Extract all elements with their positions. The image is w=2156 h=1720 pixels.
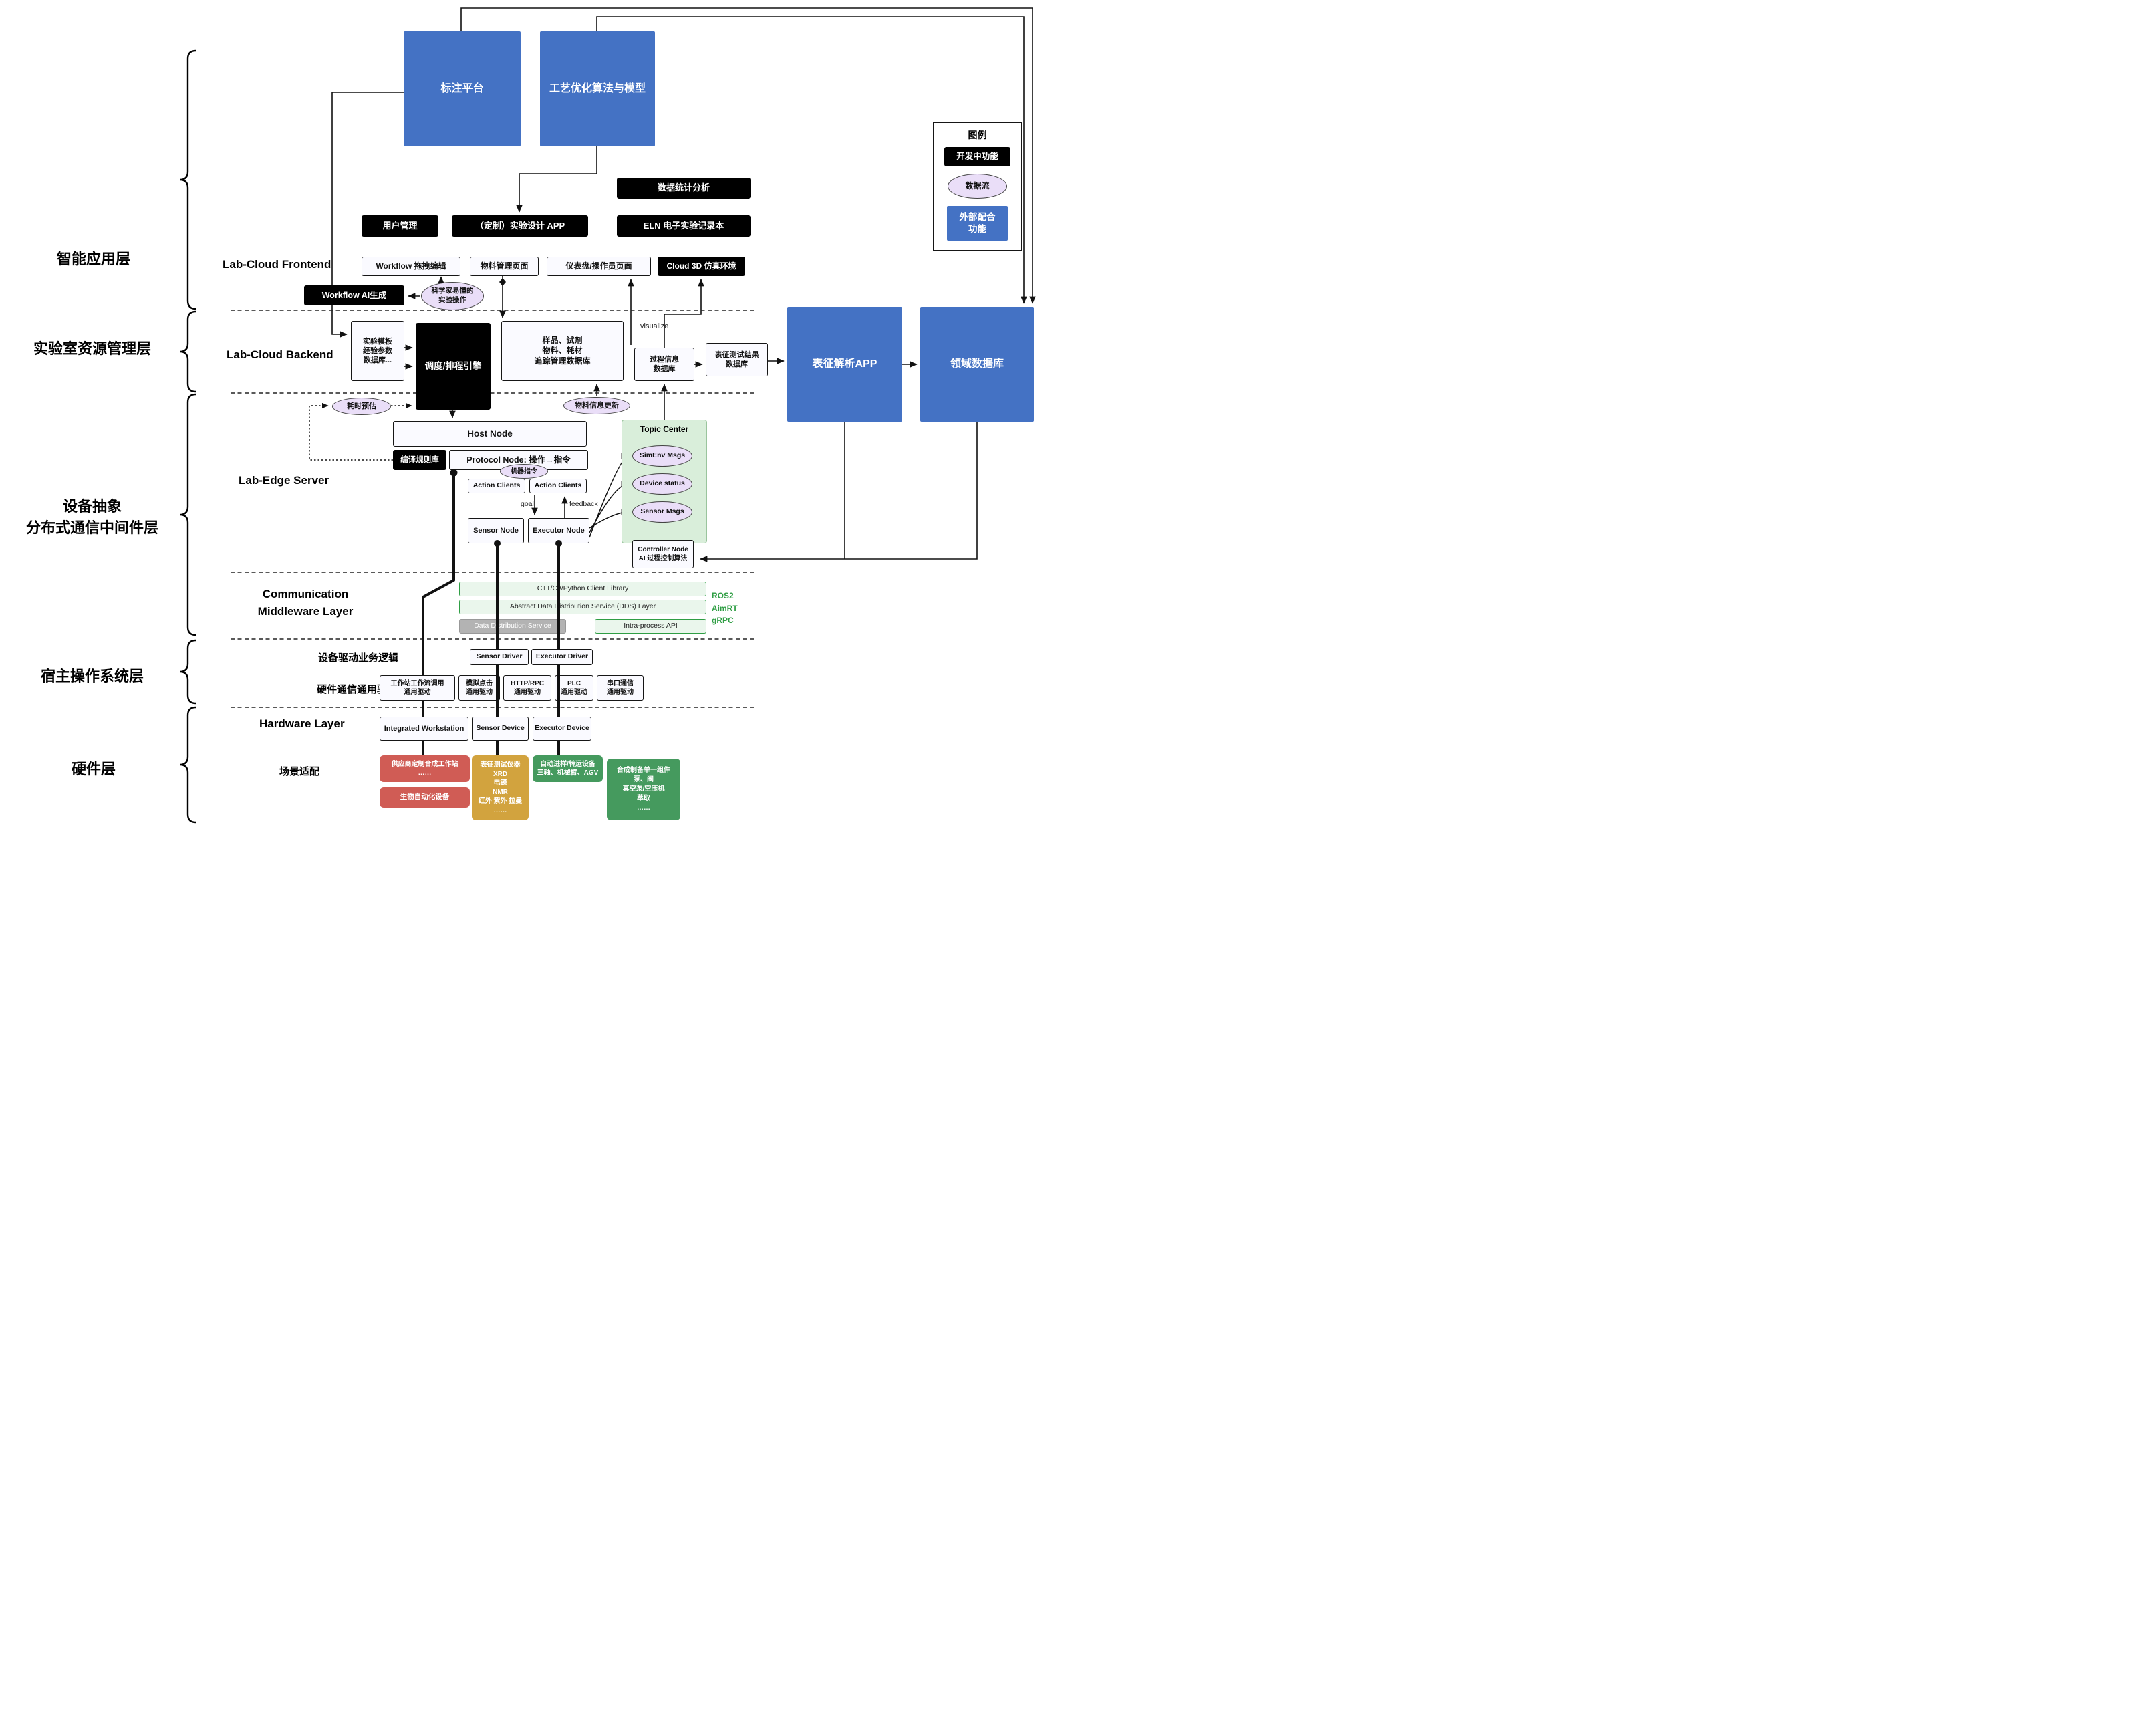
plc-driver-box: PLC 通用驱动 xyxy=(555,675,593,701)
process-info-db-box: 过程信息 数据库 xyxy=(634,348,694,381)
sensor-device-box: Sensor Device xyxy=(472,717,529,741)
legend-dev-feature: 开发中功能 xyxy=(944,147,1010,166)
visualize-label: visualize xyxy=(640,322,669,330)
bio-automation-box: 生物自动化设备 xyxy=(380,787,470,808)
executor-node-box: Executor Node xyxy=(528,518,589,543)
section-label-scene: 场景适配 xyxy=(279,766,320,777)
machine-command-flow: 机器指令 xyxy=(500,464,548,479)
characterization-instruments-box: 表征测试仪器 XRD 电镜 NMR 红外 紫外 拉曼 …… xyxy=(472,755,529,820)
feedback-label: feedback xyxy=(569,500,598,508)
sensor-node-box: Sensor Node xyxy=(468,518,524,543)
layer-label-hardware: 硬件层 xyxy=(71,761,116,777)
characterization-result-db-box: 表征测试结果 数据库 xyxy=(706,343,768,376)
characterization-analysis-app-box: 表征解析APP xyxy=(787,307,902,422)
executor-driver-box: Executor Driver xyxy=(531,649,593,665)
http-rpc-driver-box: HTTP/RPC 通用驱动 xyxy=(503,675,551,701)
workflow-ai-box: Workflow AI生成 xyxy=(304,285,404,305)
time-estimate-flow: 耗时预估 xyxy=(332,398,391,415)
section-label-hw-driver: 硬件通信通用驱动 xyxy=(317,684,398,695)
integrated-workstation-box: Integrated Workstation xyxy=(380,717,468,741)
annotation-platform-box: 标注平台 xyxy=(404,31,521,146)
domain-database-box: 领域数据库 xyxy=(920,307,1034,422)
user-management-box: 用户管理 xyxy=(362,215,438,237)
layer-label-resource: 实验室资源管理层 xyxy=(33,340,151,357)
synthesis-components-box: 合成制备单一组件 泵、阀 真空泵/空压机 萃取 …… xyxy=(607,759,680,820)
cloud-3d-sim-box: Cloud 3D 仿真环境 xyxy=(658,257,745,276)
data-statistics-box: 数据统计分析 xyxy=(617,178,751,199)
sensor-driver-box: Sensor Driver xyxy=(470,649,529,665)
goal-label: goal xyxy=(521,500,534,508)
layer-label-app: 智能应用层 xyxy=(56,251,130,267)
intra-process-api-bar: Intra-process API xyxy=(595,619,706,634)
transfer-equipment-box: 自动进样/转运设备 三轴、机械臂、AGV xyxy=(533,755,603,782)
middleware-stack-label: ROS2 AimRT gRPC xyxy=(712,591,738,626)
controller-node-box: Controller Node AI 过程控制算法 xyxy=(632,540,694,568)
layer-braces xyxy=(179,49,196,824)
section-label-hardware: Hardware Layer xyxy=(259,717,345,730)
serial-driver-box: 串口通信 通用驱动 xyxy=(597,675,644,701)
action-clients-1-box: Action Clients xyxy=(468,479,525,493)
scheduler-box: 调度/排程引擎 xyxy=(416,323,491,410)
eln-box: ELN 电子实验记录本 xyxy=(617,215,751,237)
executor-device-box: Executor Device xyxy=(533,717,591,741)
legend-external-function: 外部配合 功能 xyxy=(947,206,1008,241)
architecture-diagram: 智能应用层 实验室资源管理层 设备抽象 分布式通信中间件层 宿主操作系统层 硬件… xyxy=(0,0,1043,832)
section-label-driver-logic: 设备驱动业务逻辑 xyxy=(318,652,399,664)
legend-dataflow: 数据流 xyxy=(948,174,1007,199)
device-status-flow: Device status xyxy=(632,473,692,495)
dds-service-bar: Data Distribution Service xyxy=(459,619,566,634)
simenv-msgs-flow: SimEnv Msgs xyxy=(632,445,692,467)
tracking-db-box: 样品、试剂 物料、耗材 追踪管理数据库 xyxy=(501,321,624,381)
dds-layer-bar: Abstract Data Distribution Service (DDS)… xyxy=(459,600,706,614)
vendor-workstation-box: 供应商定制合成工作站 …… xyxy=(380,755,470,782)
section-label-backend: Lab-Cloud Backend xyxy=(227,348,333,361)
material-update-flow: 物料信息更新 xyxy=(563,397,630,414)
scientist-ops-flow: 科学家易懂的 实验操作 xyxy=(421,282,484,310)
layer-label-host: 宿主操作系统层 xyxy=(40,668,144,685)
material-page-box: 物料管理页面 xyxy=(470,257,539,276)
compile-rules-box: 编译规则库 xyxy=(393,450,446,470)
dashboard-page-box: 仪表盘/操作员页面 xyxy=(547,257,651,276)
section-label-frontend: Lab-Cloud Frontend xyxy=(223,258,331,271)
section-label-middleware: Communication Middleware Layer xyxy=(257,588,354,618)
legend-title: 图例 xyxy=(968,130,987,140)
workflow-editor-box: Workflow 拖拽编辑 xyxy=(362,257,460,276)
process-optimization-box: 工艺优化算法与模型 xyxy=(540,31,655,146)
template-db-box: 实验模板 经验参数 数据库... xyxy=(351,321,404,381)
host-node-box: Host Node xyxy=(393,421,587,447)
custom-experiment-design-app-box: （定制）实验设计 APP xyxy=(452,215,588,237)
sensor-msgs-flow: Sensor Msgs xyxy=(632,501,692,523)
topic-center-title: Topic Center xyxy=(640,424,689,434)
client-library-bar: C++/C#/Python Client Library xyxy=(459,582,706,596)
section-label-edge: Lab-Edge Server xyxy=(239,474,329,487)
action-clients-2-box: Action Clients xyxy=(529,479,587,493)
layer-label-device: 设备抽象 分布式通信中间件层 xyxy=(25,498,158,536)
workstation-driver-box: 工作站工作流调用 通用驱动 xyxy=(380,675,455,701)
click-sim-driver-box: 模拟点击 通用驱动 xyxy=(458,675,500,701)
